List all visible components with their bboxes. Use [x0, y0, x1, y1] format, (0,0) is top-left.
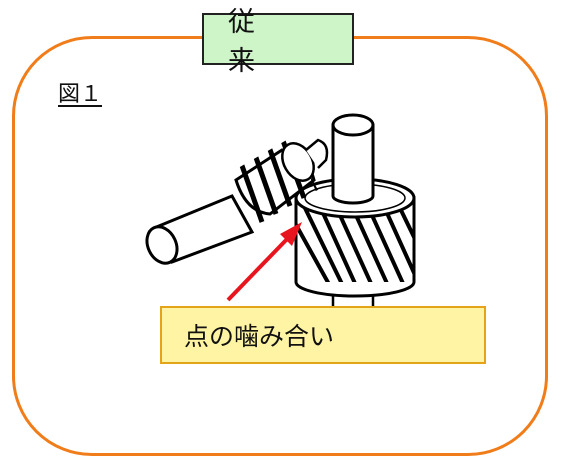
title-box: 従 来	[202, 7, 354, 77]
pointer-arrow	[226, 222, 302, 302]
upper-shaft	[331, 113, 375, 205]
title-text: 従 来	[228, 7, 330, 77]
figure-label: 図１	[58, 82, 103, 107]
worm-screw	[234, 138, 329, 223]
callout-box: 点の噛み合い	[160, 306, 486, 364]
worm-gear-icon	[145, 113, 416, 312]
callout-text: 点の噛み合い	[184, 322, 335, 351]
worm-shaft	[145, 194, 255, 265]
